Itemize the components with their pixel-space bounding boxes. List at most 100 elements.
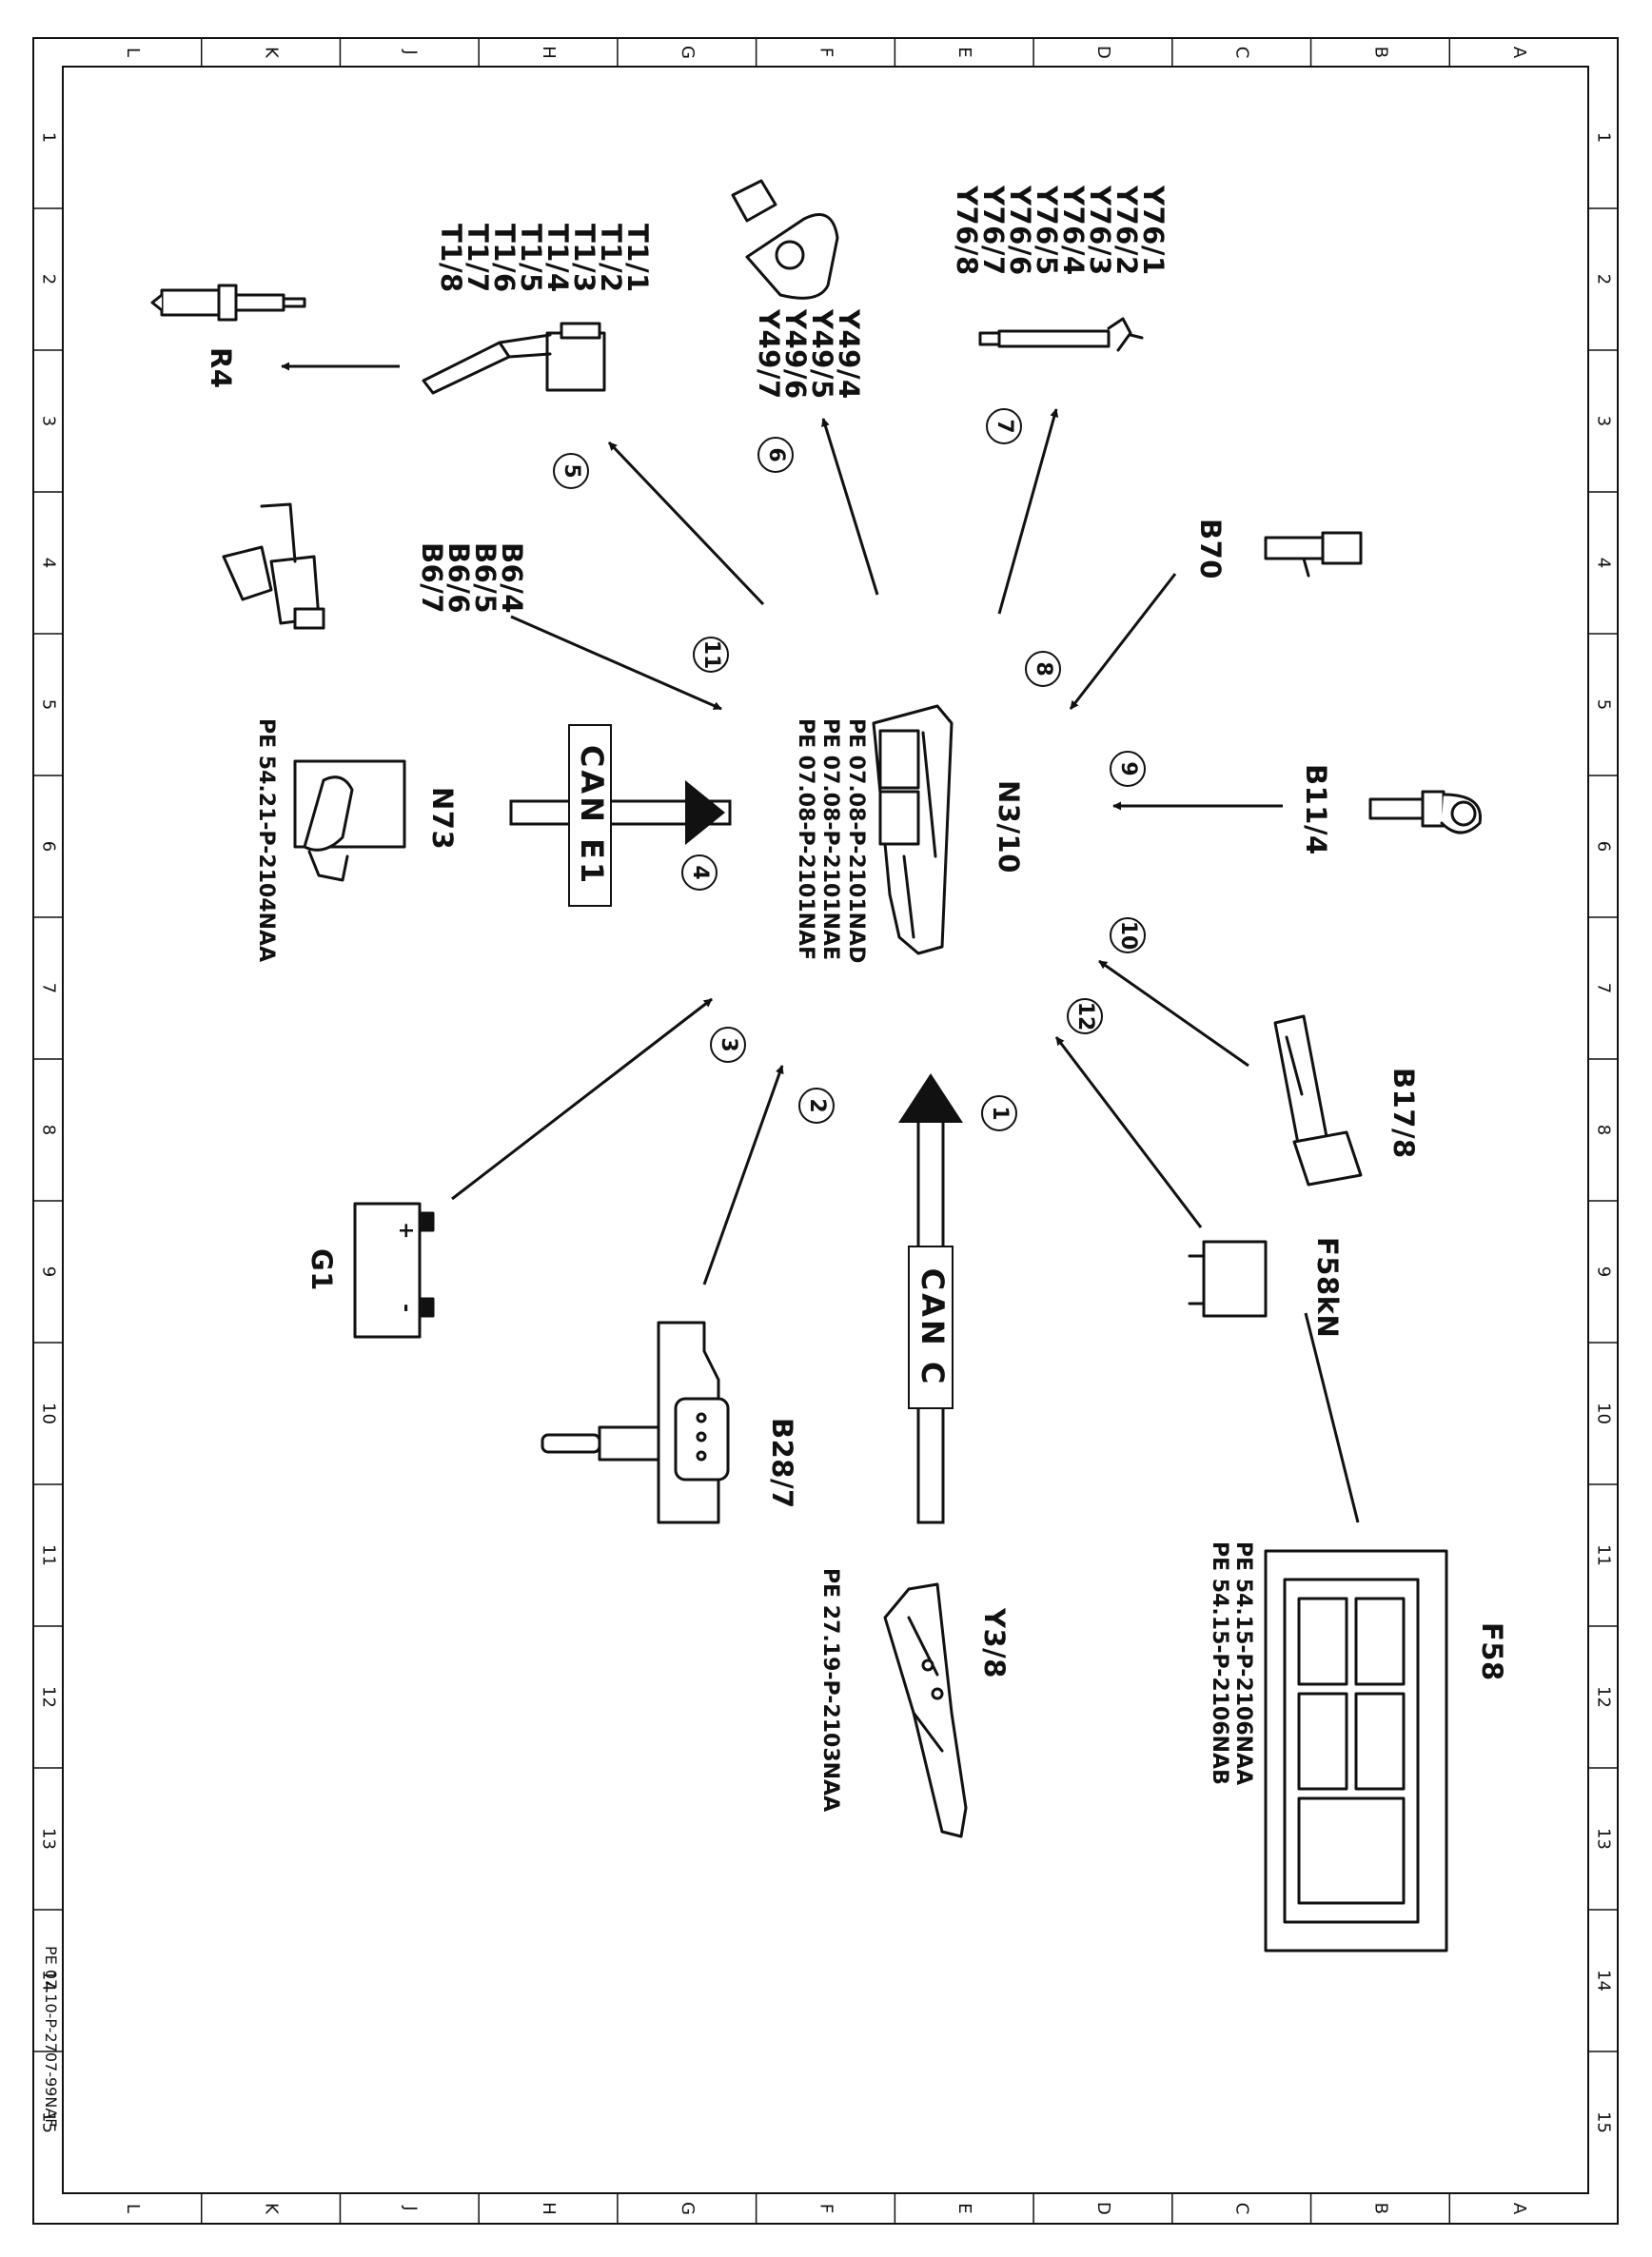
b6-labels: B6/4 B6/5 B6/6 B6/7 [416,542,528,614]
grid-row-label: 11 [39,1544,59,1566]
n73-ref: PE 54.21-P-2104NAA [254,718,278,962]
grid-row-label: 6 [1594,841,1614,852]
labels: N3/10 PE 07.08-P-2101NAD PE 07.08-P-2101… [42,185,1508,2127]
svg-text:T1/7: T1/7 [462,224,494,293]
svg-text:B6/6: B6/6 [442,542,475,614]
svg-text:B6/4: B6/4 [496,542,528,614]
grid-column-label: E [954,47,974,57]
y3-plate-icon [883,1582,968,1838]
arrow-7 [997,408,1059,615]
b17-sensor-icon [1273,1014,1363,1187]
svg-text:Y49/7: Y49/7 [753,308,785,400]
control-unit-label: N3/10 [993,780,1025,873]
arrow-10 [1098,959,1249,1068]
grid-column-label: G [678,2202,698,2215]
grid-row-label: 7 [39,983,59,993]
svg-text:3: 3 [717,1037,740,1051]
drawing-frame [32,37,1619,2225]
grid-row-label: 13 [39,1828,59,1850]
svg-text:T1/3: T1/3 [568,224,600,293]
svg-text:11: 11 [699,640,723,670]
can-e1-label: CAN E1 [574,745,610,886]
grid-column-label: K [262,47,282,59]
marker-12: 12 [1067,998,1103,1034]
grid-row-label: 3 [1594,416,1614,426]
grid-row-label: 3 [39,416,59,426]
battery-icon [353,1202,435,1339]
camshaft-solenoid-icon [731,179,839,300]
n73-label: N73 [426,787,459,850]
can-c-label: CAN C [914,1268,951,1387]
grid-row-label: 9 [39,1266,59,1277]
grid-column-label: D [1093,46,1113,59]
marker-7: 7 [986,408,1022,444]
svg-text:Y49/5: Y49/5 [806,308,838,400]
svg-text:Y76/5: Y76/5 [1031,185,1063,276]
b17-label: B17/8 [1387,1068,1420,1159]
svg-text:5: 5 [560,463,583,478]
ignition-coil-labels: T1/1 T1/2 T1/3 T1/4 T1/5 T1/6 T1/7 T1/8 [435,224,654,293]
grid-row-label: 14 [1594,1970,1614,1992]
marker-8: 8 [1025,651,1061,687]
svg-text:2: 2 [805,1098,829,1112]
svg-text:4: 4 [688,865,712,879]
grid-column-label: F [816,2204,836,2213]
f58kn-label: F58kN [1311,1237,1344,1338]
grid-column-label: J [400,2205,420,2210]
grid-column-label: F [816,48,836,57]
marker-5: 5 [553,453,589,489]
svg-text:Y76/7: Y76/7 [977,185,1010,276]
grid-column-label: H [539,2202,559,2215]
grid-column-label: H [539,46,559,59]
grid-column-label: J [400,49,420,54]
arrow-8 [1069,573,1177,710]
can-c-bus: CAN C [898,1073,963,1524]
document-code: PE 07.10-P-2707-99NAF [42,1946,60,2127]
marker-11: 11 [693,637,729,673]
svg-text:12: 12 [1073,1002,1097,1031]
svg-text:1: 1 [988,1106,1012,1120]
b70-label: B70 [1194,519,1227,579]
svg-text:Y49/4: Y49/4 [833,308,865,400]
arrow-2 [702,1065,784,1286]
marker-4: 4 [681,854,718,891]
svg-text:7: 7 [993,419,1016,433]
arrow-11 [510,615,722,711]
grid-row-label: 8 [39,1125,59,1135]
svg-text:B6/5: B6/5 [469,542,502,614]
grid-row-label: 4 [39,558,59,568]
y3-label: Y3/8 [978,1607,1011,1678]
grid-column-label: A [1509,47,1529,59]
injector-icon [978,317,1144,352]
grid-row-label: 7 [1594,983,1614,993]
grid-column-label: C [1232,2203,1252,2215]
svg-text:Y76/3: Y76/3 [1084,185,1116,276]
grid-row-label: 1 [1594,132,1614,143]
y3-ref: PE 27.19-P-2103NAA [818,1568,842,1812]
marker-1: 1 [981,1095,1017,1131]
svg-text:Y76/4: Y76/4 [1057,185,1090,276]
grid-row-label: 11 [1594,1544,1614,1566]
arrow-6 [821,418,879,596]
svg-text:Y76/2: Y76/2 [1111,185,1143,276]
grid-row-label: 1 [39,132,59,143]
grid-row-label: 6 [39,841,59,852]
n73-switch-icon [293,759,406,882]
grid-column-label: D [1093,2202,1113,2215]
f58-label: F58 [1476,1622,1508,1681]
injector-labels: Y76/1 Y76/2 Y76/3 Y76/4 Y76/5 Y76/6 Y76/… [951,185,1170,276]
svg-text:Y49/6: Y49/6 [779,308,812,400]
marker-6: 6 [757,437,794,473]
grid-row-label: 15 [1594,2111,1614,2133]
svg-text:B6/7: B6/7 [416,542,448,614]
grid-row-label: 12 [1594,1686,1614,1708]
grid-ticks [33,38,1618,2224]
svg-text:Y76/1: Y76/1 [1137,185,1170,276]
b11-label: B11/4 [1300,764,1332,855]
svg-text:T1/2: T1/2 [595,224,627,293]
svg-text:T1/6: T1/6 [488,224,521,293]
arrow-12 [1054,1036,1203,1228]
grid-column-label: A [1509,2203,1529,2215]
